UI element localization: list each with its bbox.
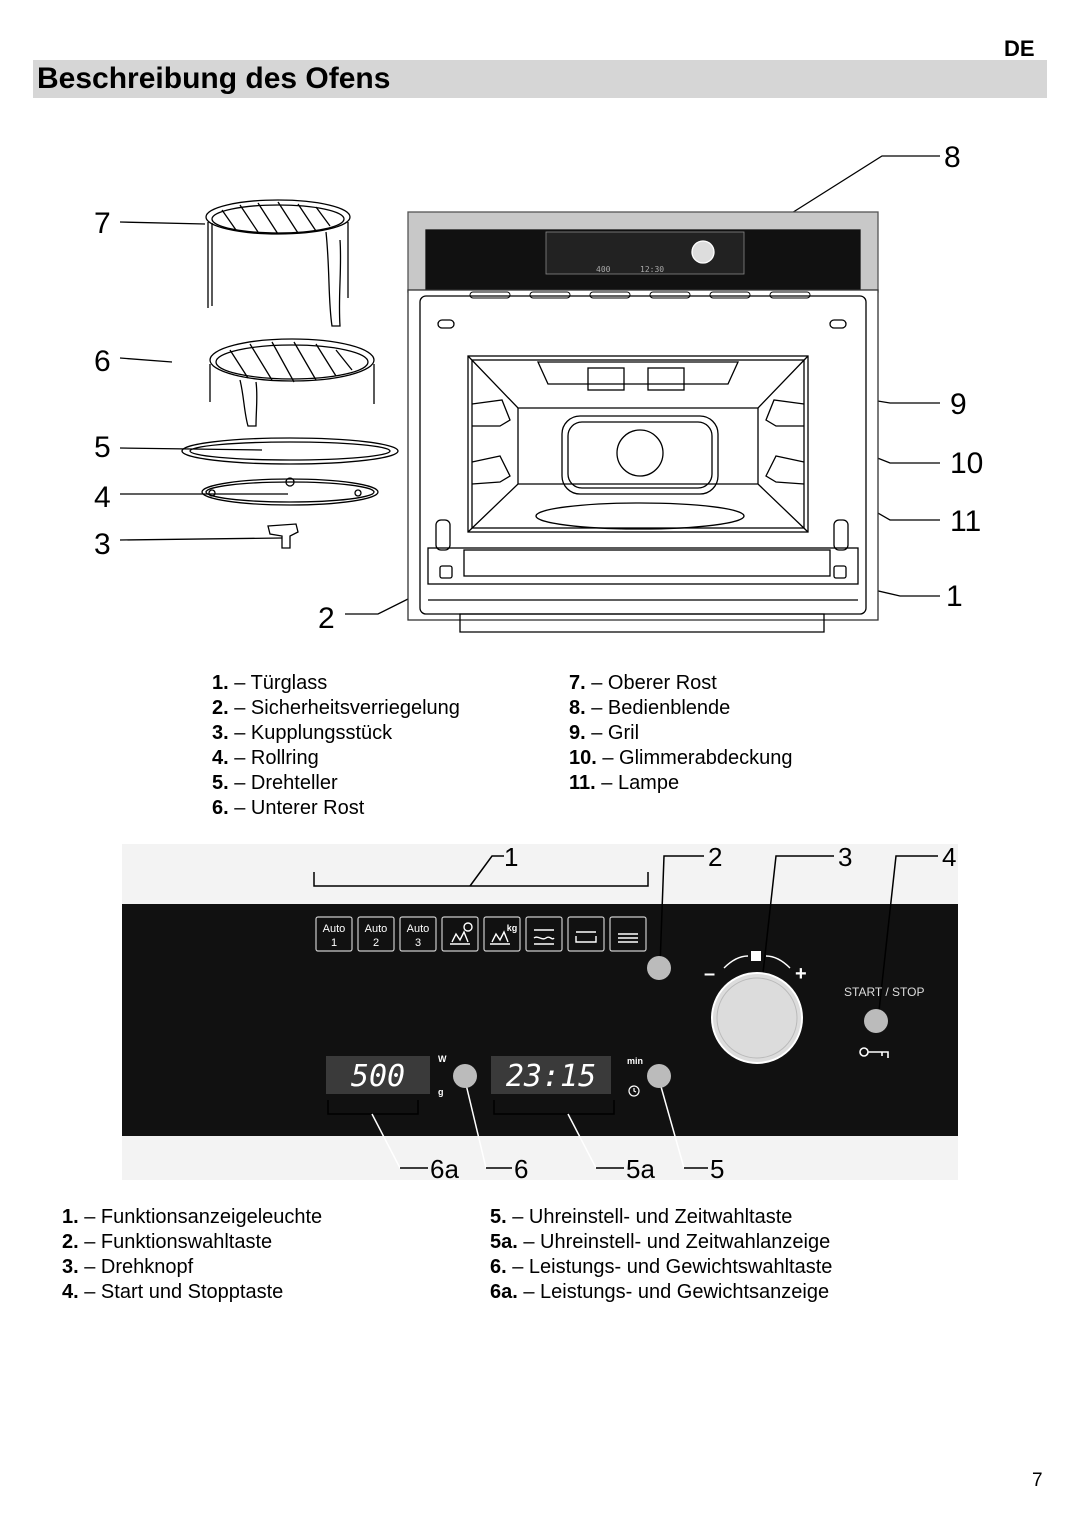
time-display (491, 1056, 611, 1094)
legend-item: 4. – Rollring (212, 747, 319, 769)
panel-callout-6a: 6a (430, 1154, 459, 1184)
legend-item: 2. – Sicherheitsverriegelung (212, 697, 460, 719)
defrost-weight-button[interactable] (483, 916, 521, 952)
page-number: 7 (1032, 1470, 1043, 1491)
panel-legend-col2: 5. – Uhreinstell- und Zeitwahltaste 5a. … (490, 1205, 832, 1305)
legend-item: 6a. – Leistungs- und Gewichtsanzeige (490, 1281, 830, 1303)
legend-item: 6. – Unterer Rost (212, 797, 365, 819)
power-weight-button[interactable] (453, 1064, 477, 1088)
clock-time-button[interactable] (647, 1064, 671, 1088)
callout-1: 1 (946, 580, 963, 613)
oven-panel-time: 12:30 (640, 265, 664, 274)
auto-3-button[interactable] (399, 916, 437, 952)
legend-item: 4. – Start und Stopptaste (62, 1281, 284, 1303)
key-lock-icon (859, 1047, 889, 1058)
auto-1-number: 1 (331, 937, 337, 949)
microwave-icon (618, 933, 638, 943)
min-label: min (627, 1056, 643, 1066)
panel-legend-col1: 1. – Funktionsanzeigeleuchte 2. – Funkti… (62, 1205, 322, 1305)
stop-square-icon (751, 951, 761, 961)
callout-11: 11 (950, 505, 981, 538)
auto-2-number: 2 (373, 937, 379, 949)
defrost-time-button[interactable] (441, 916, 479, 952)
legend-item: 7. – Oberer Rost (569, 672, 717, 694)
callout-10: 10 (950, 447, 983, 480)
panel-callout-3: 3 (838, 842, 852, 872)
oven-panel-power: 400 (596, 265, 611, 274)
legend-item: 10. – Glimmerabdeckung (569, 747, 793, 769)
legend-item: 1. – Funktionsanzeigeleuchte (62, 1206, 323, 1228)
start-stop-label: START / STOP (844, 985, 924, 999)
legend-item: 8. – Bedienblende (569, 697, 731, 719)
language-code: DE (1004, 36, 1035, 61)
power-display (326, 1056, 430, 1094)
callout-8: 8 (944, 141, 961, 174)
grill-combi-icon (533, 929, 555, 945)
legend-item: 2. – Funktionswahltaste (62, 1231, 273, 1253)
panel-callout-2: 2 (708, 842, 722, 872)
oven-legend-col2: 7. – Oberer Rost 8. – Bedienblende 9. – … (569, 671, 792, 796)
minus-label: – (704, 963, 715, 985)
legend-item: 3. – Kupplungsstück (212, 722, 393, 744)
defrost-weight-icon (490, 930, 510, 945)
auto-1-button[interactable] (315, 916, 353, 952)
plus-label: + (795, 963, 807, 985)
oven-diagram: 400 12:30 2 3 4 5 6 7 8 9 10 11 1 (94, 141, 983, 635)
function-select-button[interactable] (647, 956, 671, 980)
auto-1-label: Auto (323, 923, 346, 935)
legend-item: 5. – Drehteller (212, 772, 338, 794)
legend-item: 1. – Türglass (212, 672, 328, 694)
rotary-knob[interactable] (711, 972, 803, 1064)
panel-callout-4: 4 (942, 842, 956, 872)
legend-item: 3. – Drehknopf (62, 1256, 194, 1278)
auto-2-button[interactable] (357, 916, 395, 952)
legend-item: 5. – Uhreinstell- und Zeitwahltaste (490, 1206, 793, 1228)
grill-icon (575, 931, 597, 943)
legend-item: 9. – Gril (569, 722, 640, 744)
time-display-value: 23:15 (506, 1059, 596, 1094)
page-title: Beschreibung des Ofens (37, 62, 391, 95)
panel-callout-5: 5 (710, 1154, 724, 1184)
panel-callout-6: 6 (514, 1154, 528, 1184)
legend-item: 11. – Lampe (569, 772, 680, 794)
gram-label: g (438, 1087, 444, 1097)
callout-5: 5 (94, 431, 111, 464)
title-bar (33, 60, 1047, 98)
panel-callout-1: 1 (504, 842, 518, 872)
grill-combi-button[interactable] (525, 916, 563, 952)
start-stop-button[interactable] (864, 1009, 888, 1033)
callout-4: 4 (94, 481, 111, 514)
callout-7: 7 (94, 207, 111, 240)
power-display-value: 500 (351, 1059, 405, 1094)
auto-3-number: 3 (415, 937, 421, 949)
microwave-button[interactable] (609, 916, 647, 952)
callout-6: 6 (94, 345, 111, 378)
callout-2: 2 (318, 602, 335, 635)
legend-item: 5a. – Uhreinstell- und Zeitwahlanzeige (490, 1231, 831, 1253)
rotate-arrows-icon (723, 955, 791, 969)
legend-item: 6. – Leistungs- und Gewichtswahltaste (490, 1256, 833, 1278)
callout-9: 9 (950, 388, 967, 421)
auto-3-label: Auto (407, 923, 430, 935)
kg-label: kg (507, 923, 518, 933)
callout-3: 3 (94, 528, 111, 561)
clock-icon (628, 1085, 640, 1097)
watt-label: W (438, 1054, 447, 1064)
auto-2-label: Auto (365, 923, 388, 935)
grill-button[interactable] (567, 916, 605, 952)
panel-callout-5a: 5a (626, 1154, 655, 1184)
oven-legend-col1: 1. – Türglass 2. – Sicherheitsverriegelu… (212, 671, 460, 821)
control-panel-diagram: Auto 1 Auto 2 Auto 3 kg – + STAR (122, 842, 958, 1184)
defrost-time-icon (450, 922, 473, 945)
